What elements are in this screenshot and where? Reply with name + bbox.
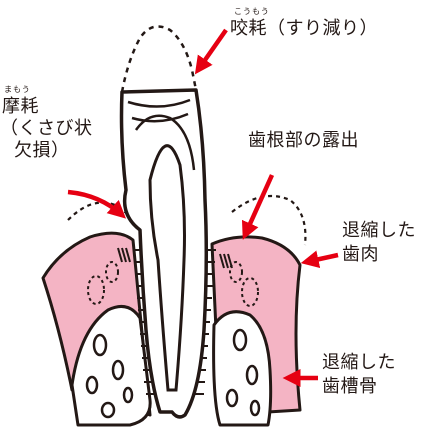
arrow-wear <box>198 30 226 70</box>
wear-ruby: こうもう <box>234 8 270 16</box>
abrasion-label-3: 欠損） <box>14 142 70 160</box>
receded-bone-label-1: 退縮した <box>322 354 396 372</box>
receded-gum-label-2: 歯肉 <box>342 246 379 264</box>
worn-crown-outline <box>122 26 196 92</box>
alveolar-bone-right <box>214 312 271 425</box>
receded-gum-label-1: 退縮した <box>342 222 416 240</box>
abrasion-ruby: まもう <box>4 86 31 94</box>
wear-label: 咬耗（すり減り） <box>230 20 378 38</box>
arrow-root-exposure <box>245 175 272 235</box>
abrasion-label-1: 摩耗 <box>2 98 39 116</box>
abrasion-label-2: （くさび状 <box>0 120 93 138</box>
root-exposure-label: 歯根部の露出 <box>248 132 359 150</box>
arrow-receded-gum <box>306 255 338 262</box>
receded-bone-label-2: 歯槽骨 <box>322 378 378 396</box>
